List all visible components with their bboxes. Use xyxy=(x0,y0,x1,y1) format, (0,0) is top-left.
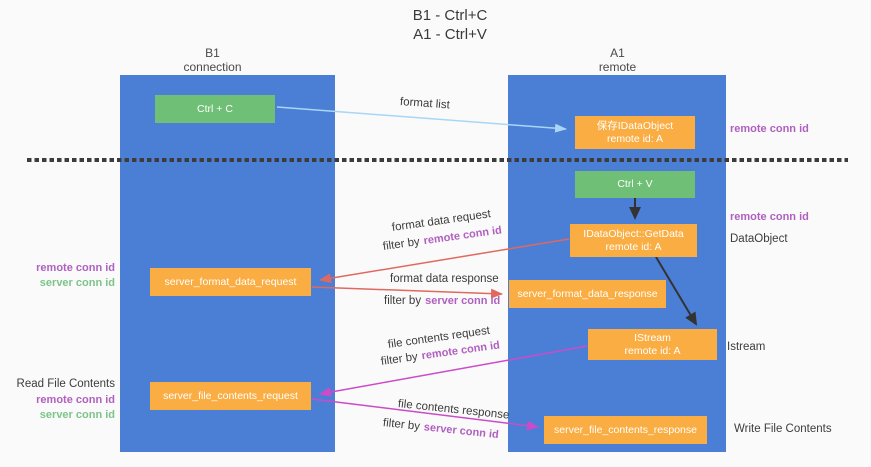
node-istream-line2: remote id: A xyxy=(624,344,681,357)
label-remote-conn-id-mid-right: remote conn id xyxy=(730,211,809,223)
node-getdata-line1: IDataObject::GetData xyxy=(583,227,684,240)
node-server-format-data-response: server_format_data_response xyxy=(509,280,666,308)
lane-a1-role: remote xyxy=(598,60,637,74)
lane-b1-role: connection xyxy=(183,60,242,74)
label-read-file-contents: Read File Contents xyxy=(16,378,115,390)
node-ctrl-c: Ctrl + C xyxy=(155,95,275,123)
node-format-response-label: server_format_data_response xyxy=(517,287,658,300)
label-server-conn-id-mid-left: server conn id xyxy=(39,277,115,289)
label-dataobject: DataObject xyxy=(730,233,788,245)
node-format-request-label: server_format_data_request xyxy=(164,275,297,288)
lane-a1-name: A1 xyxy=(610,46,625,60)
node-file-request-label: server_file_contents_request xyxy=(163,389,298,402)
node-save-idataobject-line1: 保存IDataObject xyxy=(596,119,674,132)
edge-label-format-data-response: format data response xyxy=(390,273,499,285)
node-istream: IStream remote id: A xyxy=(588,329,717,360)
node-ctrl-v: Ctrl + V xyxy=(575,171,695,198)
filter-prefix: filter by xyxy=(382,417,421,433)
label-server-conn-id-bottom-left: server conn id xyxy=(39,409,115,421)
edge-label-file-contents-response: file contents response xyxy=(397,398,510,422)
format-data-response-arrow xyxy=(311,286,503,299)
title-line-2: A1 - Ctrl+V xyxy=(413,26,487,43)
node-server-format-data-request: server_format_data_request xyxy=(150,268,311,296)
label-istream: Istream xyxy=(727,341,766,353)
label-remote-conn-id-bottom-left: remote conn id xyxy=(36,394,115,406)
edge-label-format-list: format list xyxy=(399,96,451,112)
filter-keyword-server-conn-id: server conn id xyxy=(423,421,500,442)
node-file-response-label: server_file_contents_response xyxy=(553,423,697,436)
lane-header-a1: A1 remote xyxy=(545,46,690,74)
page-title: B1 - Ctrl+C A1 - Ctrl+V xyxy=(330,6,570,44)
filter-prefix: filter by xyxy=(380,350,419,368)
node-server-file-contents-response: server_file_contents_response xyxy=(544,416,707,444)
filter-keyword-server-conn-id: server conn id xyxy=(425,295,501,307)
label-remote-conn-id-mid-left: remote conn id xyxy=(36,262,115,274)
label-remote-conn-id-top-right: remote conn id xyxy=(730,123,809,135)
lane-header-b1: B1 connection xyxy=(140,46,285,74)
node-save-idataobject-line2: remote id: A xyxy=(606,132,664,145)
lane-b1-name: B1 xyxy=(205,46,220,60)
node-idataobject-getdata: IDataObject::GetData remote id: A xyxy=(570,224,697,257)
node-ctrl-c-label: Ctrl + C xyxy=(197,102,233,115)
label-write-file-contents: Write File Contents xyxy=(734,423,832,435)
title-line-1: B1 - Ctrl+C xyxy=(412,7,488,24)
phase-separator-dashed-line xyxy=(27,158,848,162)
node-istream-line1: IStream xyxy=(634,331,671,344)
node-save-idataobject: 保存IDataObject remote id: A xyxy=(575,116,695,149)
filter-prefix: filter by xyxy=(384,295,422,307)
filter-prefix: filter by xyxy=(382,235,421,253)
node-getdata-line2: remote id: A xyxy=(605,240,662,253)
node-server-file-contents-request: server_file_contents_request xyxy=(150,382,311,410)
node-ctrl-v-label: Ctrl + V xyxy=(617,178,653,190)
